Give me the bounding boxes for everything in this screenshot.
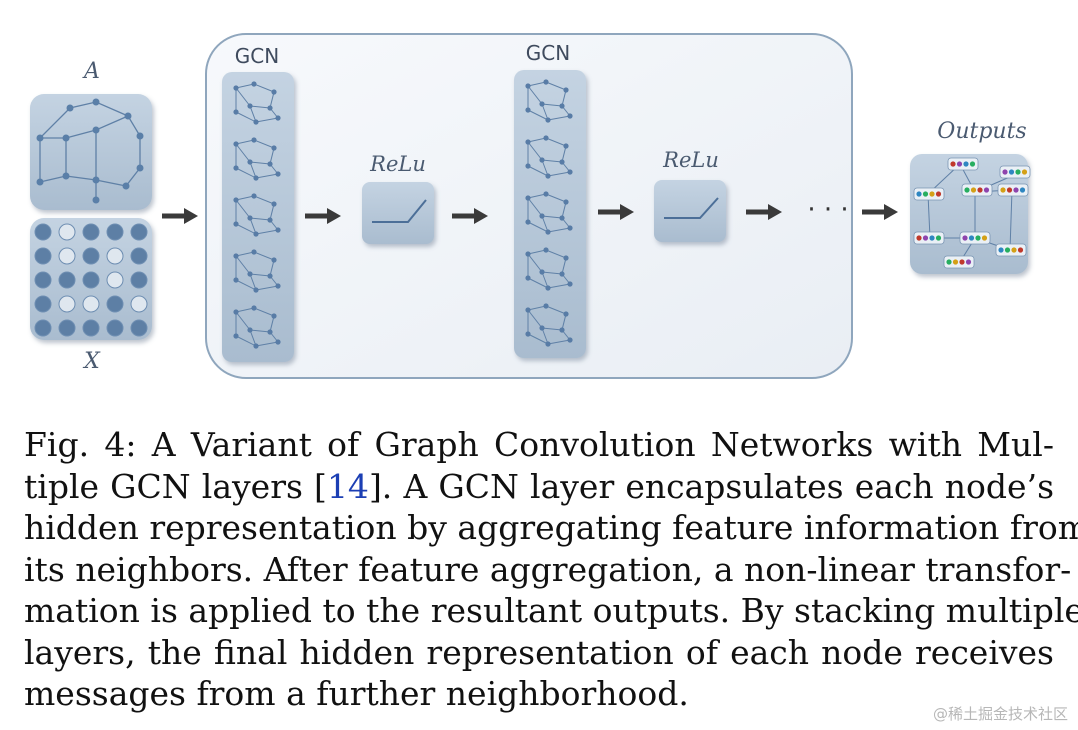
- gcn-label-2: GCN: [526, 41, 570, 65]
- label-a: A: [82, 59, 100, 84]
- gcn-layer-2: [514, 70, 586, 358]
- relu-label-1: ReLu: [369, 152, 426, 176]
- gcn-layer-1: [222, 72, 294, 362]
- caption-text: ]. A GCN layer encapsulates each node’s: [368, 466, 1055, 506]
- arrow-icon: [162, 208, 198, 224]
- watermark: @稀土掘金技术社区: [932, 705, 1068, 723]
- caption-line: messages from a further neighborhood.: [24, 674, 689, 713]
- output-node-features: [913, 157, 1031, 269]
- outputs-label: Outputs: [937, 119, 1026, 144]
- adjacency-graph-box: [30, 94, 152, 210]
- gcn-architecture-figure: A X: [30, 33, 1031, 379]
- feature-matrix-box: [30, 218, 152, 340]
- relu-label-2: ReLu: [662, 148, 719, 172]
- ellipsis: · · ·: [807, 195, 848, 225]
- caption-line: tiple GCN layers [14]. A GCN layer encap…: [24, 466, 1054, 508]
- feature-matrix-grid: [34, 223, 148, 337]
- caption-text: tiple GCN layers [: [24, 466, 327, 506]
- relu-block-2: [654, 180, 726, 242]
- relu-block-1: [362, 182, 434, 244]
- caption-line: mation is applied to the resultant outpu…: [24, 591, 1078, 630]
- citation-link[interactable]: 14: [326, 466, 369, 506]
- caption-line: its neighbors. After feature aggregation…: [24, 549, 1072, 589]
- caption-line: Fig. 4: A Variant of Graph Convolution N…: [24, 425, 1054, 464]
- caption-line: hidden representation by aggregating fea…: [24, 508, 1078, 547]
- figure-caption: Fig. 4: A Variant of Graph Convolution N…: [24, 424, 1078, 715]
- gcn-label-1: GCN: [235, 44, 279, 68]
- label-x: X: [82, 349, 101, 374]
- arrow-icon: [862, 204, 898, 220]
- outputs-box: [910, 154, 1031, 274]
- caption-line: layers, the final hidden representation …: [24, 632, 1054, 672]
